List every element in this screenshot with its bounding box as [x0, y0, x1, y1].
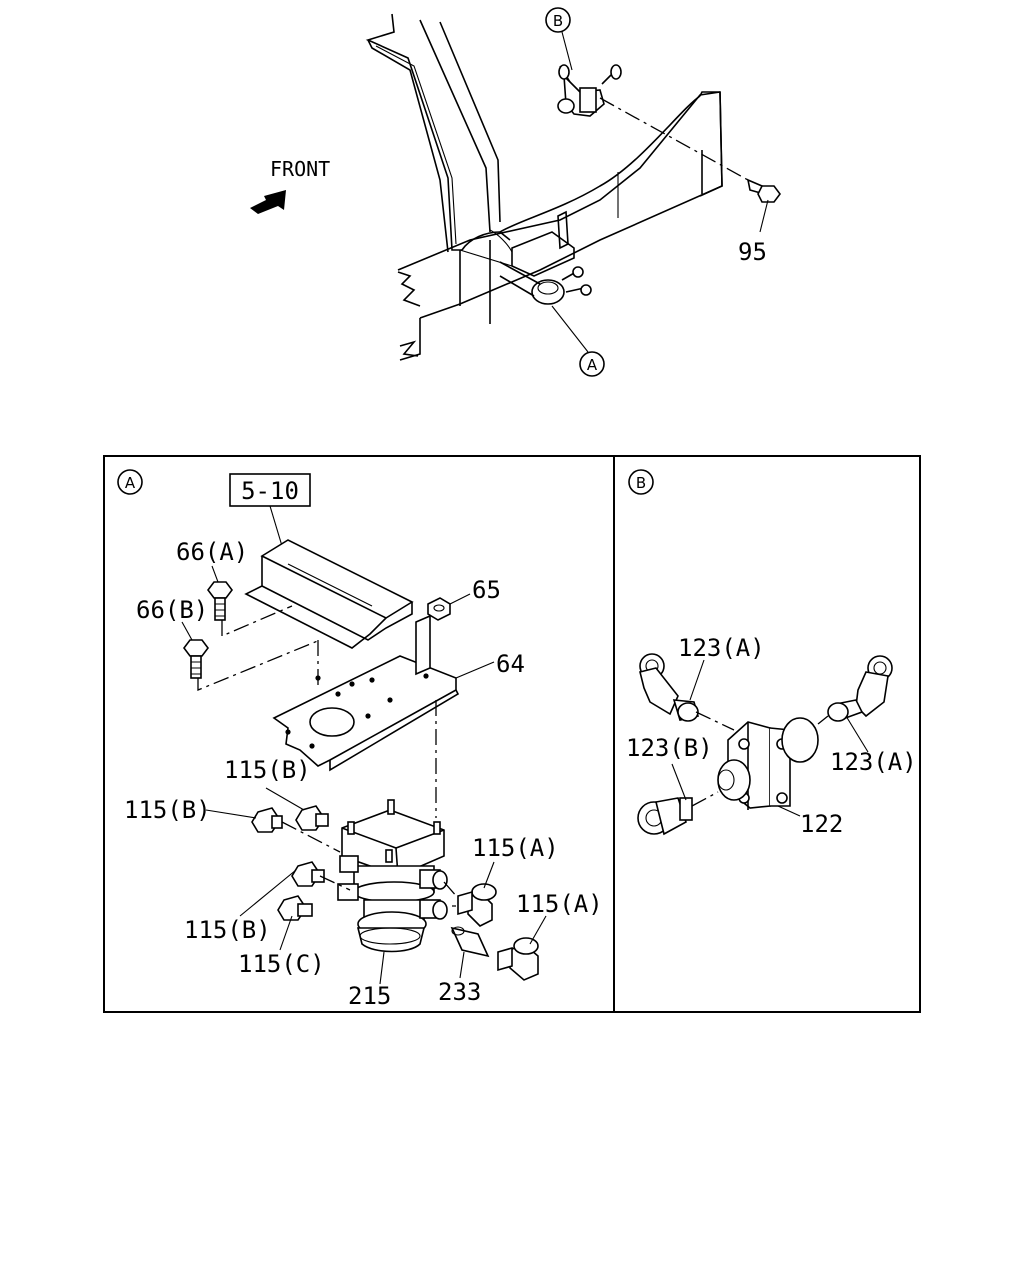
elbow-123a-right	[827, 655, 893, 722]
fitting-115b-left	[251, 807, 283, 833]
panel-a-tag: A	[117, 469, 143, 495]
part-115a-lower-label: 115(A)	[516, 890, 603, 918]
elbow-115a-upper	[457, 883, 497, 927]
bolt-66a	[207, 581, 233, 621]
relay-valve-215	[337, 799, 448, 953]
front-label: FRONT	[270, 157, 330, 181]
part-115b-lower-label: 115(B)	[184, 916, 271, 944]
svg-text:5-10: 5-10	[241, 477, 299, 505]
svg-text:B: B	[636, 474, 646, 492]
elbow-123a-left	[639, 653, 700, 722]
fitting-115c	[277, 895, 313, 921]
fitting-115b-lower	[291, 861, 325, 887]
ref-box-5-10: 5-10	[229, 473, 311, 507]
nut-65	[427, 597, 451, 621]
valve-b-overview	[557, 64, 622, 117]
callout-b-circle: B	[545, 7, 571, 33]
fitting-115b-top	[295, 805, 329, 831]
part-115a-upper-label: 115(A)	[472, 834, 559, 862]
part-95-label: 95	[738, 238, 767, 266]
part-123a-left-label: 123(A)	[678, 634, 765, 662]
svg-text:A: A	[125, 474, 136, 492]
part-122-label: 122	[800, 810, 843, 838]
part-66b-label: 66(B)	[136, 596, 208, 624]
part-233-label: 233	[438, 978, 481, 1006]
callout-a-circle: A	[579, 351, 605, 377]
part-66a-label: 66(A)	[176, 538, 248, 566]
overview-frame-drawing	[250, 13, 781, 361]
bracket-plate-64	[272, 614, 460, 772]
part-115c-label: 115(C)	[238, 950, 325, 978]
adapter-233	[450, 926, 490, 958]
cross-member-panel-a	[244, 539, 414, 649]
fitting-123b	[637, 797, 693, 836]
part-65-label: 65	[472, 576, 501, 604]
part-64-label: 64	[496, 650, 525, 678]
bolt-66b	[183, 639, 209, 679]
svg-text:A: A	[587, 356, 598, 374]
part-115b-top-label: 115(B)	[224, 756, 311, 784]
detail-frame	[103, 455, 921, 1013]
part-123b-label: 123(B)	[626, 734, 713, 762]
part-215-label: 215	[348, 982, 391, 1010]
panel-b-tag: B	[628, 469, 654, 495]
elbow-115a-lower	[497, 937, 539, 981]
part-115b-left-label: 115(B)	[124, 796, 211, 824]
svg-text:B: B	[553, 12, 563, 30]
front-arrow-icon	[250, 190, 286, 214]
junction-block-122	[717, 717, 819, 810]
bolt-95-overview	[746, 178, 781, 203]
part-123a-right-label: 123(A)	[830, 748, 917, 776]
